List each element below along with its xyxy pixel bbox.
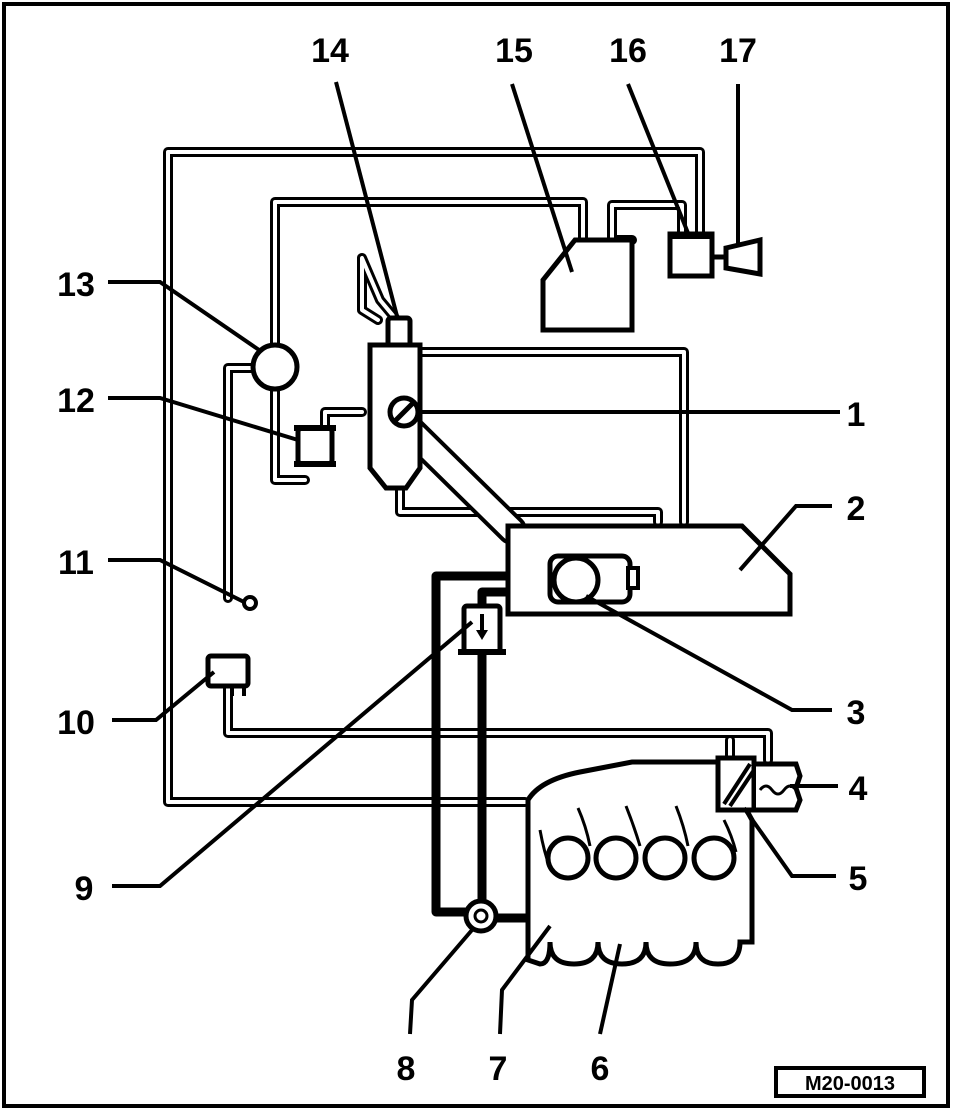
leader-10: [112, 670, 216, 722]
leader-9: [112, 620, 474, 888]
callout-2: 2: [847, 490, 866, 528]
reference-code-box: [774, 1066, 926, 1098]
hose-1-bottom: [395, 483, 663, 527]
check-valve-13: [250, 342, 300, 392]
callout-7: 7: [489, 1050, 508, 1088]
cylinder-hatches: [538, 805, 738, 869]
hose-10-to-4: [223, 683, 773, 765]
pump-3: [551, 555, 601, 605]
leader-11: [108, 558, 245, 604]
leader-16: [626, 83, 692, 239]
leader-6: [598, 943, 622, 1035]
hose-13-to-15: [270, 197, 588, 350]
leader-12: [108, 396, 299, 442]
callout-17: 17: [719, 32, 757, 70]
cylinder-4: [691, 835, 737, 881]
leader-8: [408, 928, 474, 1035]
callout-10: 10: [57, 704, 95, 742]
cylinder-2: [593, 835, 639, 881]
callout-13: 13: [57, 266, 95, 304]
leader-2: [738, 504, 832, 572]
leader-14: [334, 81, 400, 321]
valve-11: [242, 595, 258, 611]
connector-17: [712, 236, 763, 277]
callout-3: 3: [847, 694, 866, 732]
hose-inner-group: [166, 150, 770, 804]
callout-8: 8: [397, 1050, 416, 1088]
callout-5: 5: [849, 860, 868, 898]
valve-12: [295, 425, 335, 467]
leader-13: [108, 280, 264, 354]
callout-15: 15: [495, 32, 533, 70]
callout-4: 4: [849, 770, 868, 808]
valve-10: [205, 653, 251, 689]
leader-lines: [108, 81, 840, 1035]
callout-14: 14: [311, 32, 349, 70]
callout-1: 1: [847, 396, 866, 434]
cylinder-3: [642, 835, 688, 881]
control-unit-15: [540, 237, 635, 333]
callout-12: 12: [57, 382, 95, 420]
hose-left-vertical: [223, 363, 267, 603]
callout-16: 16: [609, 32, 647, 70]
leader-15: [510, 83, 574, 273]
engine-block-6: [525, 759, 755, 967]
cylinder-1: [545, 835, 591, 881]
fuel-line-supply: [431, 571, 555, 917]
callout-9: 9: [75, 870, 94, 908]
leader-7: [498, 924, 552, 1035]
leader-5: [742, 806, 836, 878]
valve-16: [667, 231, 715, 279]
reference-code: M20-0013: [805, 1073, 895, 1095]
callout-11: 11: [58, 544, 94, 582]
callout-6: 6: [591, 1050, 610, 1088]
leader-3: [585, 594, 832, 712]
